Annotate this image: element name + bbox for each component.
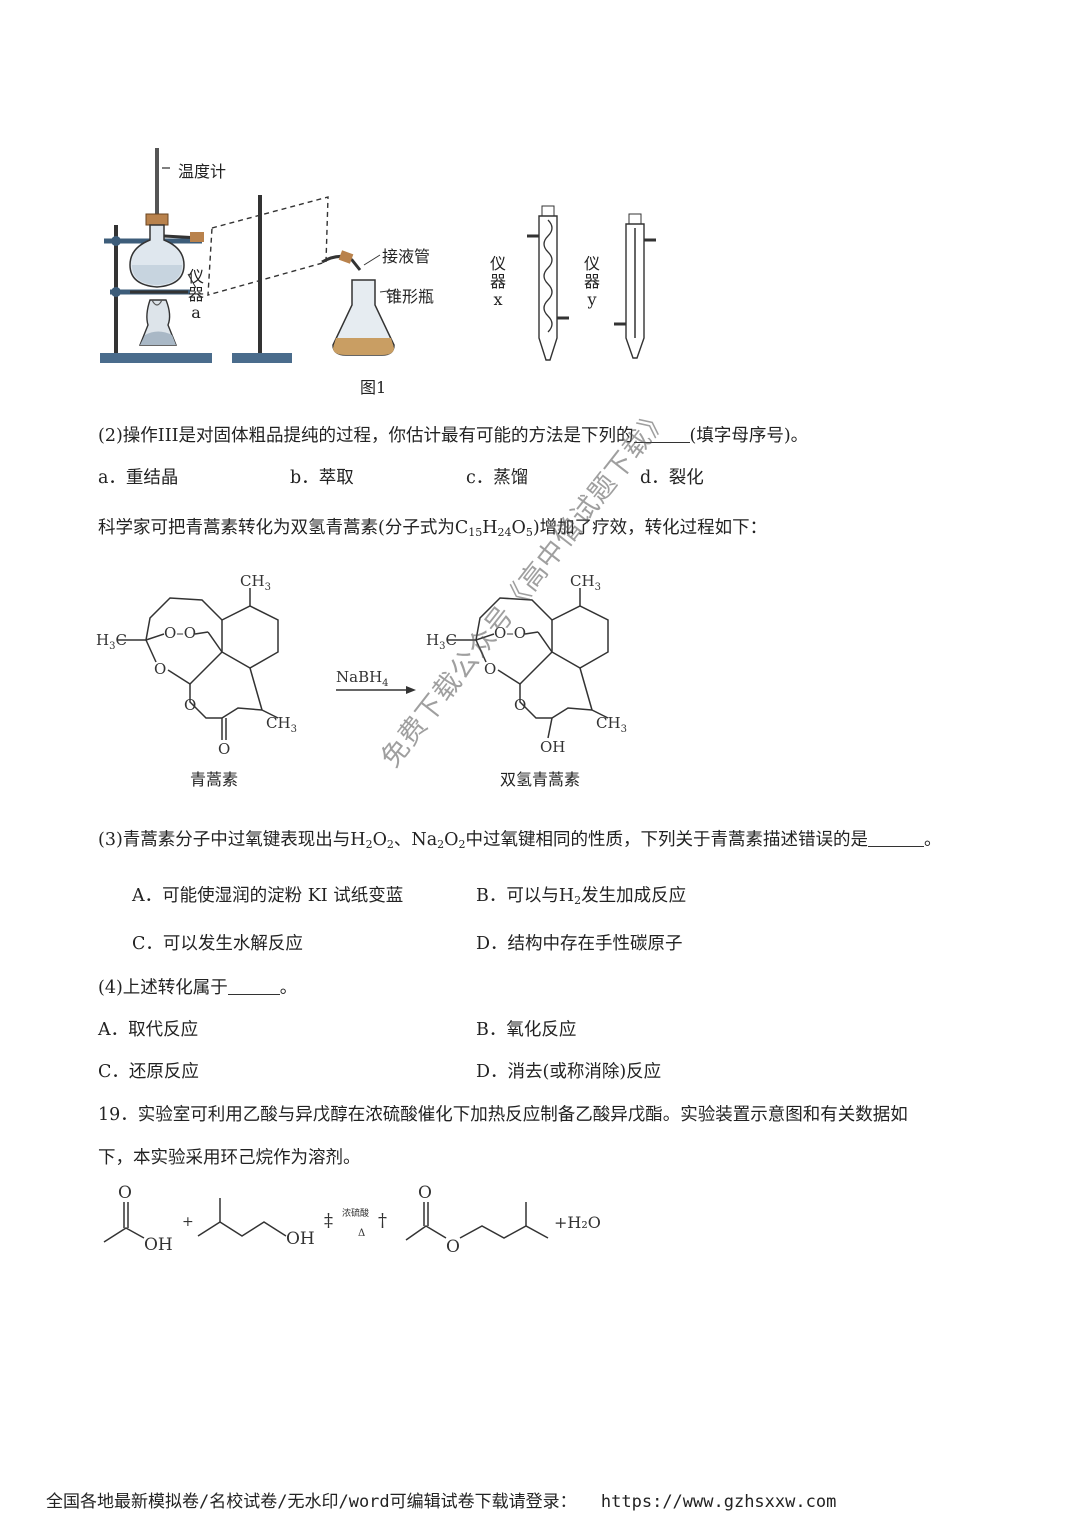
answer-blank[interactable] [868, 830, 925, 847]
ring-o-right: O [484, 660, 496, 678]
ch3-bottom-left: CH3 [266, 714, 297, 735]
ch3-top-right: CH3 [570, 572, 601, 593]
footer-url[interactable]: https://www.gzhsxxw.com [600, 1492, 837, 1512]
ester-o: O [446, 1237, 460, 1257]
question-2-stem: (2)操作III是对固体粗品提纯的过程，你估计最有可能的方法是下列的(填字母序号… [98, 426, 809, 446]
receiver-adapter-label: 接液管 [382, 247, 431, 266]
instrument-a-label: 仪 器 a [188, 267, 205, 322]
erlenmeyer-label: 锥形瓶 [386, 287, 435, 306]
stand-base-left [100, 353, 212, 363]
q3-option-c: C．可以发生水解反应 [132, 934, 303, 954]
stand-base-middle [232, 353, 292, 363]
peroxide-left: O–O [164, 624, 196, 642]
equilibrium-right: † [378, 1210, 387, 1231]
answer-blank[interactable] [633, 426, 690, 443]
ch3-top-left: CH3 [240, 572, 271, 593]
ring-o2-right: O [514, 696, 526, 714]
alcohol-oh: OH [286, 1229, 315, 1249]
dihydroartemisinin-name: 双氢青蒿素 [500, 770, 581, 789]
heat-label: Δ [358, 1228, 365, 1239]
q3-option-b: B．可以与H2发生加成反应 [476, 886, 687, 907]
q3-option-a: A．可能使湿润的淀粉 KI 试纸变蓝 [132, 886, 404, 906]
q4-option-c: C．还原反应 [98, 1062, 199, 1082]
q3-option-d: D．结构中存在手性碳原子 [476, 934, 683, 954]
ch3-bottom-right: CH3 [596, 714, 627, 735]
h3c-left: H3C [96, 631, 127, 652]
q2-option-d: d．裂化 [640, 468, 704, 488]
intro-line: 科学家可把青蒿素转化为双氢青蒿素(分子式为C15H24O5)增加了疗效，转化过程… [98, 518, 768, 539]
footer: 全国各地最新模拟卷/名校试卷/无水印/word可编辑试卷下载请登录： https… [46, 1487, 836, 1512]
thermometer-label: 温度计 [178, 162, 227, 181]
acid-carbonyl-o: O [118, 1183, 132, 1203]
esterification-reaction: O OH + OH ‡ 浓硫酸 Δ † O O +H₂O [103, 1183, 601, 1257]
ester-carbonyl-o: O [418, 1183, 432, 1203]
question-19-line-2: 下，本实验采用环己烷作为溶剂。 [98, 1148, 361, 1168]
question-3-stem: (3)青蒿素分子中过氧键表现出与H2O2、Na2O2中过氧键相同的性质，下列关于… [98, 830, 942, 851]
water-product: +H₂O [554, 1213, 601, 1232]
artemisinin-reaction-scheme: CH3 H3C O–O O O O CH3 NaBH4 CH3 H3C O–O … [96, 572, 627, 758]
instrument-y-label: 仪 器 y [584, 254, 601, 309]
catalyst-label: 浓硫酸 [342, 1207, 369, 1219]
hydroxyl-right: OH [540, 738, 565, 756]
lactone-o-left: O [184, 696, 196, 714]
plus-sign-1: + [182, 1214, 194, 1230]
q2-option-a: a．重结晶 [98, 468, 179, 488]
ring-o-left: O [154, 660, 166, 678]
q4-option-b: B．氧化反应 [476, 1020, 577, 1040]
carbonyl-o-left: O [218, 740, 230, 758]
q4-option-a: A．取代反应 [98, 1020, 199, 1040]
formula-dihydroartemisinin: C15H24O5 [454, 518, 533, 539]
q2-option-c: c．蒸馏 [466, 468, 529, 488]
h3c-right: H3C [426, 631, 457, 652]
equilibrium-left: ‡ [324, 1210, 333, 1231]
instrument-x-label: 仪 器 x [490, 254, 507, 309]
artemisinin-structure [118, 588, 279, 740]
footer-text: 全国各地最新模拟卷/名校试卷/无水印/word可编辑试卷下载请登录： [46, 1492, 577, 1512]
question-4-stem: (4)上述转化属于。 [98, 978, 298, 998]
dihydroartemisinin-structure [448, 588, 609, 739]
q2-option-b: b．萃取 [290, 468, 354, 488]
question-19-line-1: 19．实验室可利用乙酸与异戊醇在浓硫酸催化下加热反应制备乙酸异戊酯。实验装置示意… [98, 1105, 908, 1125]
peroxide-right: O–O [494, 624, 526, 642]
artemisinin-name: 青蒿素 [190, 770, 239, 789]
answer-blank[interactable] [227, 978, 280, 995]
reagent-nabh4: NaBH4 [336, 668, 389, 689]
figure-1-caption: 图1 [360, 378, 387, 397]
q4-option-d: D．消去(或称消除)反应 [476, 1062, 662, 1082]
figure-1-apparatus [100, 148, 656, 363]
acid-oh: OH [144, 1235, 173, 1255]
